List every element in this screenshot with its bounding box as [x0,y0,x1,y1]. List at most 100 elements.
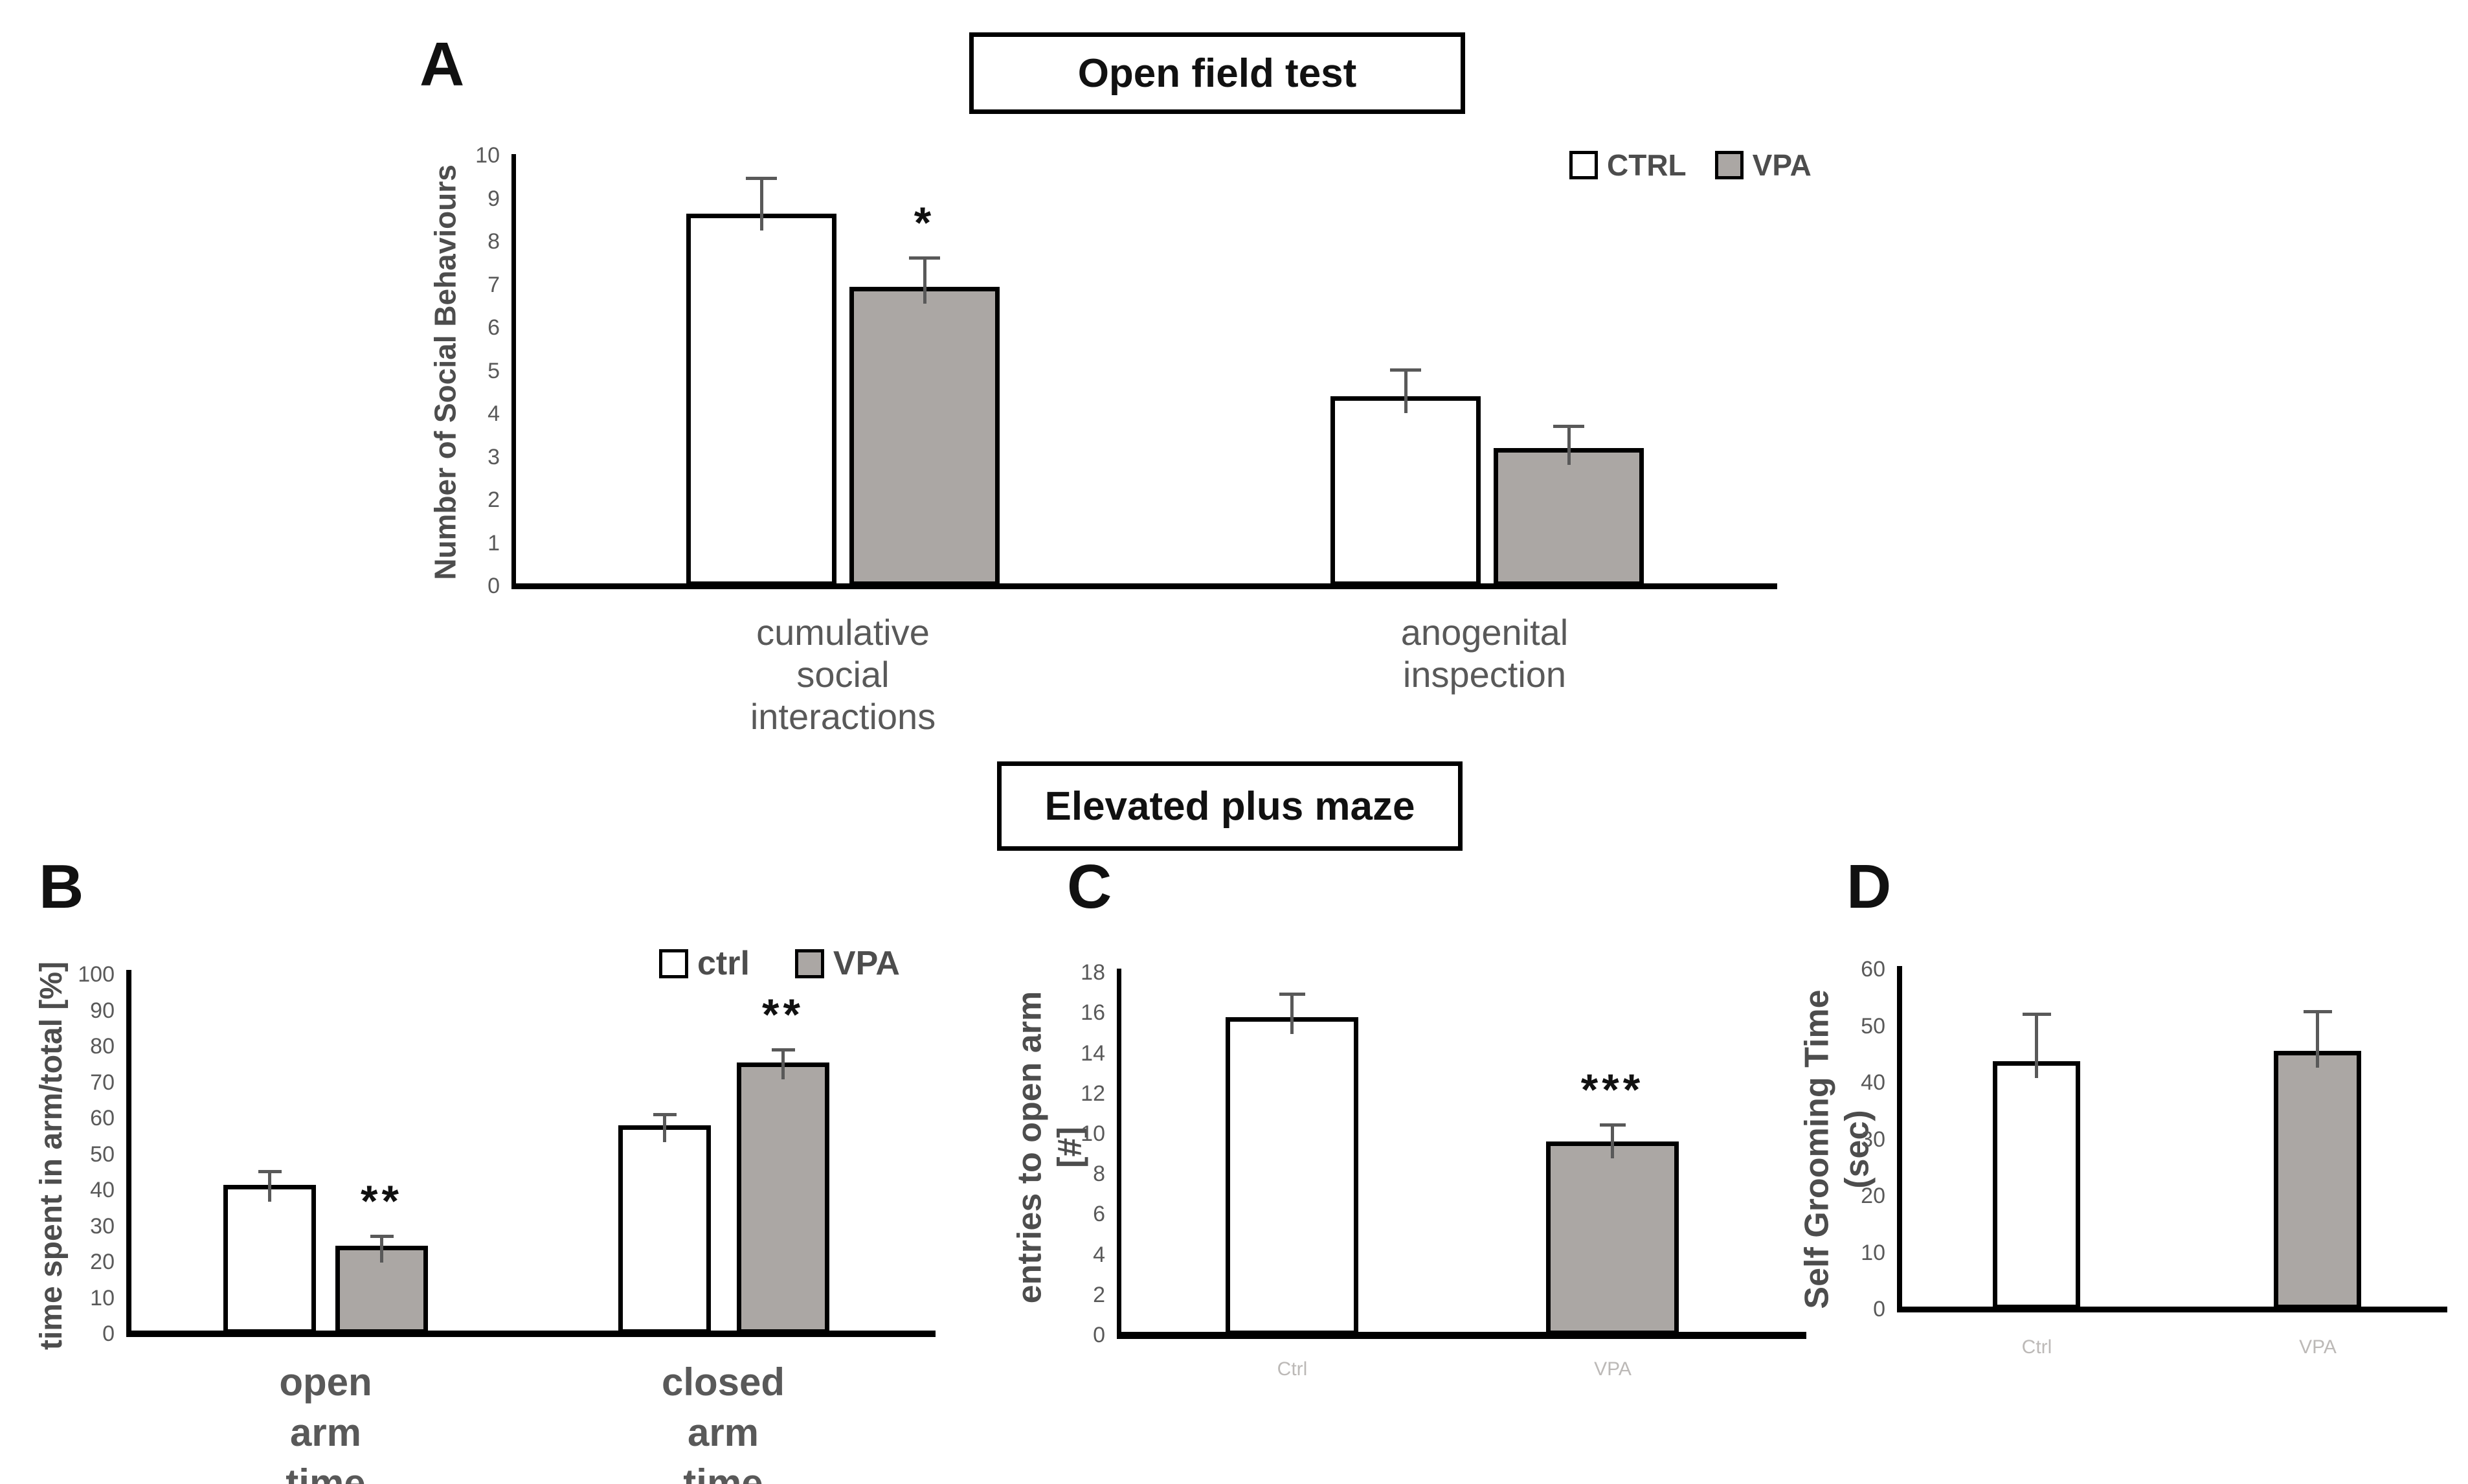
y-tick-label: 30 [90,1213,115,1239]
x-axis-line [126,1331,936,1337]
y-tick-label: 50 [90,1141,115,1167]
y-axis-line [126,970,131,1336]
y-axis-line [1897,966,1902,1312]
error-bar-cap [258,1170,282,1174]
bar-vpa [1546,1141,1679,1335]
error-bar-cap [2303,1010,2332,1013]
y-tick-label: 4 [488,401,500,426]
y-tick-label: 2 [488,488,500,512]
y-tick-label: 0 [1093,1323,1105,1347]
legend-vpa-swatch [794,949,824,978]
y-tick-label: 70 [90,1070,115,1095]
panel-b-legend: ctrl VPA [659,944,900,983]
y-tick-label: 3 [488,444,500,469]
open-field-test-title-box: Open field test [969,32,1465,114]
error-bar-cap [746,177,777,181]
bar-vpa [2274,1051,2361,1309]
category-label: closed arm time [%] [661,1360,785,1484]
error-bar-line [1611,1123,1614,1159]
y-tick-label: 20 [1861,1184,1885,1208]
y-tick-label: 0 [102,1321,115,1346]
error-bar-line [2316,1010,2319,1068]
y-tick-label: 7 [488,272,500,297]
y-tick-label: 20 [90,1250,115,1274]
legend-ctrl-label: ctrl [697,945,750,982]
error-bar-cap [1599,1123,1626,1127]
bar-ctrl [686,213,836,586]
y-tick-label: 5 [488,358,500,383]
category-label: VPA [1594,1358,1632,1380]
error-bar-line [923,256,926,304]
y-tick-label: 12 [1081,1081,1105,1106]
bar-ctrl [1226,1017,1358,1335]
panel-a-letter: A [420,30,465,99]
panel-b-letter: B [39,852,84,921]
y-tick-label: 80 [90,1034,115,1059]
y-tick-label: 10 [1081,1121,1105,1146]
legend-vpa-label: VPA [833,945,900,982]
bar-vpa [737,1062,829,1334]
y-tick-label: 90 [90,998,115,1023]
y-tick-label: 4 [1093,1242,1105,1267]
panel-c-letter: C [1067,852,1112,921]
bar-vpa [849,286,1000,586]
y-tick-label: 2 [1093,1282,1105,1307]
y-tick-label: 8 [488,229,500,254]
error-bar-line [1567,424,1571,466]
panel-a-legend: CTRL VPA [1569,148,1812,183]
bar-ctrl [223,1184,316,1334]
error-bar-line [1290,993,1294,1034]
y-tick-label: 10 [90,1285,115,1310]
category-label: Ctrl [1277,1358,1308,1380]
open-field-test-title: Open field test [1077,51,1357,96]
legend-ctrl-swatch [1569,151,1598,179]
y-tick-label: 40 [1861,1070,1885,1095]
y-tick-label: 6 [488,315,500,340]
significance-star: * [914,198,936,248]
error-bar-cap [771,1048,795,1051]
error-bar-line [268,1170,271,1202]
legend-ctrl-label: CTRL [1607,148,1687,182]
x-axis-line [1117,1332,1806,1339]
significance-star: ** [762,989,804,1039]
y-axis-line [1117,969,1121,1338]
legend-vpa-swatch [1714,151,1744,179]
y-tick-label: 10 [475,143,500,168]
category-label: anogenital inspection [1400,612,1569,695]
panel-d-letter: D [1846,852,1892,921]
error-bar-cap [370,1235,394,1239]
y-tick-label: 50 [1861,1013,1885,1039]
error-bar-line [759,177,763,230]
bar-vpa [1494,448,1644,586]
bar-ctrl [618,1125,711,1334]
y-tick-label: 14 [1081,1040,1105,1066]
y-axis-line [511,154,516,589]
x-axis-line [511,583,1777,589]
y-tick-label: 9 [488,186,500,211]
category-label: open arm time [%] [279,1360,372,1484]
error-bar-cap [1390,368,1421,372]
y-tick-label: 18 [1081,960,1105,985]
y-tick-label: 60 [1861,957,1885,982]
y-tick-label: 0 [488,574,500,598]
legend-ctrl-swatch [659,949,688,978]
elevated-plus-maze-title-box: Elevated plus maze [997,761,1463,851]
y-tick-label: 100 [78,962,115,987]
error-bar-line [2035,1012,2038,1078]
significance-star: ** [361,1176,403,1226]
error-bar-line [663,1112,666,1143]
y-tick-label: 0 [1873,1297,1885,1321]
error-bar-line [380,1235,383,1263]
error-bar-cap [909,256,940,260]
y-tick-label: 40 [90,1178,115,1202]
error-bar-cap [2022,1012,2051,1016]
category-label: VPA [2299,1336,2337,1358]
category-label: Ctrl [2021,1336,2052,1358]
bar-ctrl [1330,396,1481,586]
y-tick-label: 8 [1093,1162,1105,1187]
error-bar-line [781,1048,785,1079]
bar-ctrl [1993,1061,2080,1309]
y-tick-label: 30 [1861,1127,1885,1152]
x-axis-line [1897,1307,2447,1312]
